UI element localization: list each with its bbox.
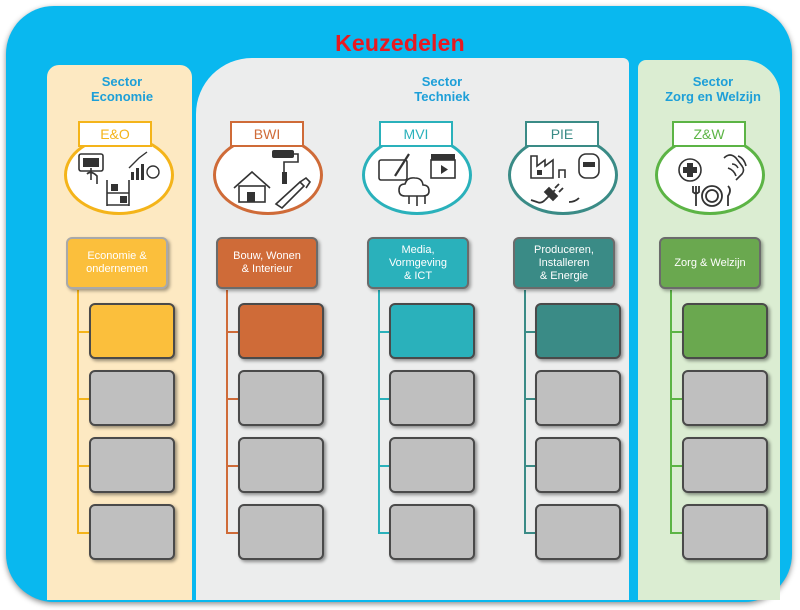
house-icon xyxy=(233,170,271,203)
connector-eo-1 xyxy=(77,331,89,333)
touchscreen-icon xyxy=(78,153,104,184)
module-heading-zw-text: Zorg & Welzijn xyxy=(674,256,746,269)
sector-label-zorg: Sector Zorg en Welzijn xyxy=(648,74,778,104)
module-slot-bwi-1[interactable] xyxy=(238,303,324,359)
connector-bwi-3 xyxy=(226,465,238,467)
connector-zw-4 xyxy=(670,532,682,534)
module-slot-zw-3[interactable] xyxy=(682,437,768,493)
growth-chart-icon xyxy=(128,151,160,180)
connector-bwi-1 xyxy=(226,331,238,333)
icon-circle-eo xyxy=(64,135,174,215)
connector-mvi-3 xyxy=(378,465,390,467)
module-slot-eo-1[interactable] xyxy=(89,303,175,359)
module-heading-pie-text: Produceren, Installeren & Energie xyxy=(534,243,594,282)
module-heading-eo-text: Economie & ondernemen xyxy=(86,250,148,275)
module-slot-bwi-2[interactable] xyxy=(238,370,324,426)
code-label-mvi: MVI xyxy=(379,121,453,147)
icon-circle-zw xyxy=(655,135,765,215)
sector-label-techniek: Sector Techniek xyxy=(372,74,512,104)
module-slot-zw-1[interactable] xyxy=(682,303,768,359)
module-slot-eo-3[interactable] xyxy=(89,437,175,493)
sector-techniek-line2: Techniek xyxy=(414,89,470,104)
module-slot-bwi-3[interactable] xyxy=(238,437,324,493)
sector-techniek-line1: Sector xyxy=(421,74,463,89)
connector-eo-2 xyxy=(77,398,89,400)
module-heading-pie[interactable]: Produceren, Installeren & Energie xyxy=(513,237,615,289)
caring-hands-icon xyxy=(723,154,747,181)
connector-zw-2 xyxy=(670,398,682,400)
icon-circle-mvi xyxy=(362,135,472,215)
connector-mvi-4 xyxy=(378,532,390,534)
connector-mvi xyxy=(378,290,380,533)
connector-pie-4 xyxy=(524,532,536,534)
module-slot-pie-1[interactable] xyxy=(535,303,621,359)
connector-eo-3 xyxy=(77,465,89,467)
saw-icon xyxy=(274,176,312,210)
module-heading-mvi-text: Media, Vormgeving & ICT xyxy=(388,243,448,282)
connector-zw xyxy=(670,290,672,533)
module-heading-zw[interactable]: Zorg & Welzijn xyxy=(659,237,761,289)
connector-pie xyxy=(524,290,526,533)
module-heading-mvi[interactable]: Media, Vormgeving & ICT xyxy=(367,237,469,289)
connector-mvi-2 xyxy=(378,398,390,400)
module-heading-eo[interactable]: Economie & ondernemen xyxy=(66,237,168,289)
module-slot-zw-2[interactable] xyxy=(682,370,768,426)
module-slot-eo-2[interactable] xyxy=(89,370,175,426)
module-slot-mvi-2[interactable] xyxy=(389,370,475,426)
module-slot-zw-4[interactable] xyxy=(682,504,768,560)
clapperboard-icon xyxy=(430,154,456,179)
medical-cross-icon xyxy=(678,158,702,182)
connector-eo-4 xyxy=(77,532,89,534)
module-slot-mvi-3[interactable] xyxy=(389,437,475,493)
connector-pie-1 xyxy=(524,331,536,333)
code-label-eo: E&O xyxy=(78,121,152,147)
module-slot-mvi-1[interactable] xyxy=(389,303,475,359)
connector-bwi xyxy=(226,290,228,533)
sector-zorg-line1: Sector xyxy=(692,74,734,89)
power-plug-icon xyxy=(530,183,580,204)
drawing-tablet-icon xyxy=(378,153,410,181)
connector-bwi-4 xyxy=(226,532,238,534)
module-slot-pie-3[interactable] xyxy=(535,437,621,493)
connector-mvi-1 xyxy=(378,331,390,333)
connector-eo xyxy=(77,290,79,533)
sector-zorg-line2: Zorg en Welzijn xyxy=(665,89,761,104)
module-slot-pie-4[interactable] xyxy=(535,504,621,560)
code-label-pie: PIE xyxy=(525,121,599,147)
connector-pie-3 xyxy=(524,465,536,467)
factory-icon xyxy=(530,155,566,179)
connector-zw-3 xyxy=(670,465,682,467)
connector-bwi-2 xyxy=(226,398,238,400)
code-label-zw: Z&W xyxy=(672,121,746,147)
module-heading-bwi[interactable]: Bouw, Wonen & Interieur xyxy=(216,237,318,289)
module-slot-eo-4[interactable] xyxy=(89,504,175,560)
connector-pie-2 xyxy=(524,398,536,400)
sector-economie-line2: Economie xyxy=(90,89,154,104)
code-label-bwi: BWI xyxy=(230,121,304,147)
module-slot-bwi-4[interactable] xyxy=(238,504,324,560)
icon-circle-bwi xyxy=(213,135,323,215)
module-heading-bwi-text: Bouw, Wonen & Interieur xyxy=(233,250,301,275)
paint-roller-icon xyxy=(272,150,299,184)
warehouse-rack-icon xyxy=(106,180,130,206)
cloud-network-icon xyxy=(398,177,430,206)
sector-economie-line1: Sector xyxy=(101,74,143,89)
icon-circle-pie xyxy=(508,135,618,215)
module-slot-mvi-4[interactable] xyxy=(389,504,475,560)
plate-cutlery-icon xyxy=(692,185,731,207)
welding-mask-icon xyxy=(578,153,600,179)
page-title: Keuzedelen xyxy=(335,30,465,56)
connector-zw-1 xyxy=(670,331,682,333)
module-slot-pie-2[interactable] xyxy=(535,370,621,426)
sector-label-economie: Sector Economie xyxy=(62,74,182,104)
